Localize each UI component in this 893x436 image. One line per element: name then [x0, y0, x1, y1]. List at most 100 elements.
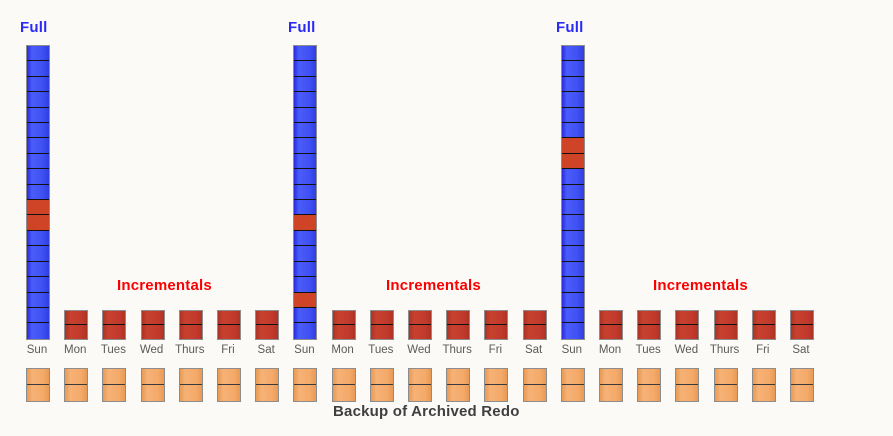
incremental-half — [791, 325, 813, 339]
incremental-backup-block[interactable] — [217, 310, 241, 340]
archived-redo-half — [523, 369, 546, 385]
incremental-backup-block[interactable] — [102, 310, 127, 340]
incremental-backup-block[interactable] — [637, 310, 662, 340]
incremental-half — [65, 311, 88, 325]
full-backup-cell-blue — [561, 215, 584, 231]
archived-redo-block[interactable] — [637, 368, 662, 402]
archived-redo-block[interactable] — [178, 368, 203, 402]
archived-redo-half — [256, 369, 279, 385]
incremental-backup-block[interactable] — [446, 310, 471, 340]
archived-redo-half — [409, 369, 431, 385]
archived-redo-half — [103, 369, 126, 385]
archived-redo-block[interactable] — [369, 368, 394, 402]
day-label-mon: Mon — [598, 344, 622, 356]
full-label-week-2: Full — [288, 19, 316, 36]
archived-redo-half — [485, 385, 508, 401]
incremental-backup-block[interactable] — [64, 310, 89, 340]
incremental-half — [523, 325, 546, 339]
incremental-backup-block[interactable] — [522, 310, 547, 340]
archived-redo-block[interactable] — [140, 368, 165, 402]
archived-redo-half — [141, 385, 164, 401]
full-backup-cell-blue — [294, 200, 317, 216]
archived-redo-block[interactable] — [560, 368, 585, 402]
full-backup-cell-blue — [294, 323, 317, 339]
archived-redo-block[interactable] — [64, 368, 89, 402]
archived-redo-block[interactable] — [446, 368, 471, 402]
archived-redo-half — [600, 369, 622, 385]
archived-redo-block[interactable] — [217, 368, 241, 402]
incremental-half — [600, 325, 622, 339]
archived-redo-half — [332, 369, 355, 385]
full-backup-column[interactable] — [26, 45, 50, 340]
archived-redo-half — [103, 385, 126, 401]
day-label-mon: Mon — [331, 344, 354, 356]
incrementals-label-week-3: Incrementals — [653, 277, 748, 294]
full-backup-cell-blue — [294, 46, 317, 62]
incremental-backup-block[interactable] — [178, 310, 203, 340]
full-backup-cell-blue — [294, 153, 317, 170]
full-backup-cell-blue — [294, 138, 317, 154]
archived-redo-block[interactable] — [675, 368, 700, 402]
full-backup-cell-blue — [27, 92, 49, 108]
incremental-backup-block[interactable] — [331, 310, 356, 340]
full-backup-column[interactable] — [560, 45, 585, 340]
incremental-half — [638, 325, 661, 339]
full-backup-cell-blue — [27, 153, 49, 170]
archived-redo-block[interactable] — [751, 368, 776, 402]
archived-redo-half — [676, 385, 699, 401]
archived-redo-block[interactable] — [408, 368, 432, 402]
incremental-half — [370, 325, 393, 339]
archived-redo-half — [791, 369, 813, 385]
archived-redo-half — [65, 369, 88, 385]
archived-redo-half — [256, 385, 279, 401]
archived-redo-block[interactable] — [293, 368, 318, 402]
incremental-half — [141, 325, 164, 339]
full-backup-cell-blue — [27, 169, 49, 185]
incremental-half — [485, 311, 508, 325]
day-label-wed: Wed — [407, 344, 431, 356]
day-label-wed: Wed — [139, 344, 164, 356]
full-backup-cell-blue — [27, 292, 49, 308]
incremental-backup-block[interactable] — [408, 310, 432, 340]
incremental-backup-block[interactable] — [255, 310, 280, 340]
full-backup-cell-blue — [27, 246, 49, 262]
archived-redo-block[interactable] — [484, 368, 509, 402]
archived-redo-half — [638, 369, 661, 385]
archived-redo-block[interactable] — [102, 368, 127, 402]
full-backup-cell-blue — [561, 230, 584, 247]
archived-redo-half — [752, 385, 775, 401]
full-backup-cell-blue — [561, 184, 584, 201]
full-backup-cell-red — [561, 153, 584, 170]
incremental-backup-block[interactable] — [369, 310, 394, 340]
archived-redo-block[interactable] — [713, 368, 738, 402]
archived-redo-half — [752, 369, 775, 385]
incrementals-label-week-2: Incrementals — [386, 277, 481, 294]
full-backup-cell-blue — [27, 261, 49, 278]
incremental-half — [141, 311, 164, 325]
incremental-backup-block[interactable] — [599, 310, 623, 340]
archived-redo-block[interactable] — [522, 368, 547, 402]
archived-redo-half — [370, 369, 393, 385]
incremental-backup-block[interactable] — [484, 310, 509, 340]
full-backup-column[interactable] — [293, 45, 318, 340]
day-label-sat: Sat — [792, 344, 810, 356]
incremental-half — [409, 325, 431, 339]
full-backup-cell-blue — [561, 92, 584, 108]
archived-redo-block[interactable] — [26, 368, 50, 402]
incremental-backup-block[interactable] — [713, 310, 738, 340]
full-backup-cell-blue — [561, 246, 584, 262]
incremental-backup-block[interactable] — [140, 310, 165, 340]
day-label-sun: Sun — [561, 344, 583, 356]
incremental-backup-block[interactable] — [675, 310, 700, 340]
archived-redo-block[interactable] — [790, 368, 814, 402]
archived-redo-block[interactable] — [599, 368, 623, 402]
archived-redo-half — [218, 369, 240, 385]
incremental-backup-block[interactable] — [751, 310, 776, 340]
full-backup-cell-blue — [294, 246, 317, 262]
archived-redo-half — [27, 369, 49, 385]
archived-redo-block[interactable] — [255, 368, 280, 402]
incremental-backup-block[interactable] — [790, 310, 814, 340]
archived-redo-half — [714, 369, 737, 385]
archived-redo-half — [447, 369, 470, 385]
archived-redo-block[interactable] — [331, 368, 356, 402]
